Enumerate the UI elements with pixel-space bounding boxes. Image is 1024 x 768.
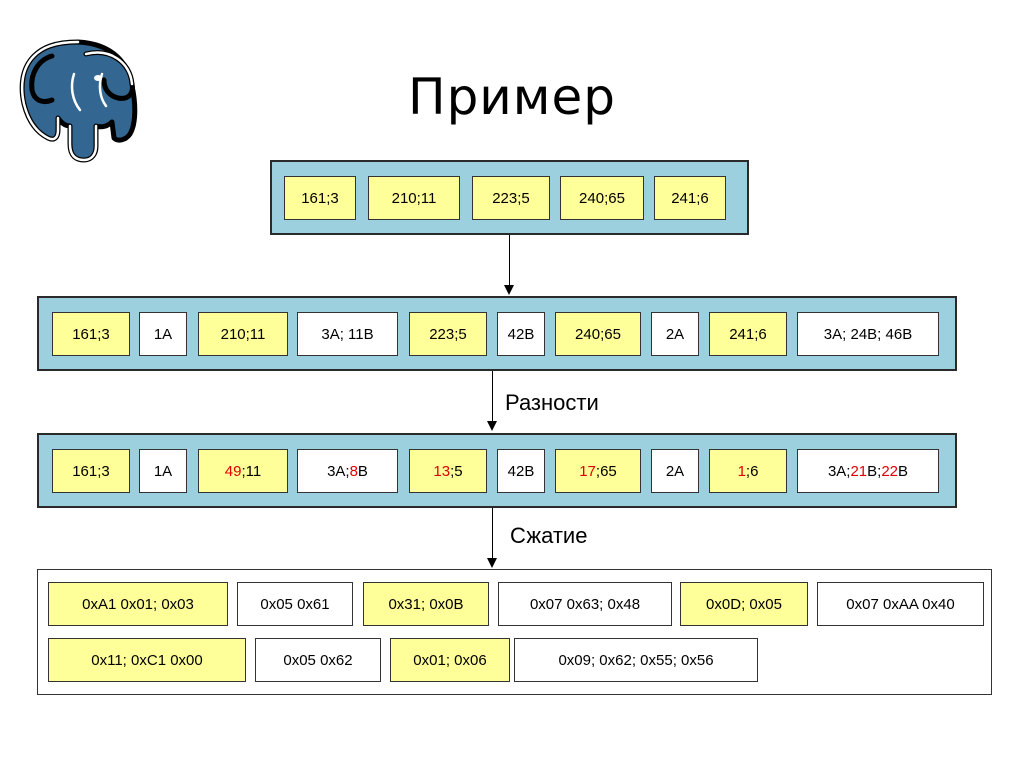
compressed-block: 0xA1 0x01; 0x03 0x05 0x61 0x31; 0x0B 0x0… [37,569,992,695]
pair-box: 241;6 [709,312,787,356]
pair-box: 13;5 [409,449,487,493]
full-row: 161;3 1A 210;11 3A; 11B 223;5 42B 240;65… [37,296,957,371]
pair-box: 161;3 [284,176,356,220]
pair-box: 1;6 [709,449,787,493]
ref-box: 42B [497,312,545,356]
compress-label: Сжатие [510,523,588,548]
pair-box: 210;11 [198,312,288,356]
compressed-box: 0x01; 0x06 [390,638,510,682]
pair-box: 161;3 [52,312,130,356]
ref-box: 1A [139,449,187,493]
slide-title: Пример [407,68,617,126]
ref-box: 2A [651,449,699,493]
pair-box: 161;3 [52,449,130,493]
compressed-box: 0x07 0x63; 0x48 [498,582,672,626]
arrow-down-icon [487,421,497,431]
postgresql-elephant-icon [19,39,138,163]
arrow-down-icon [504,285,514,295]
ref-box: 3A; 11B [297,312,398,356]
arrow-line [492,508,493,560]
pair-box: 210;11 [368,176,460,220]
arrow-line [509,235,510,287]
compressed-box: 0x07 0xAA 0x40 [817,582,984,626]
compressed-box: 0xA1 0x01; 0x03 [48,582,228,626]
compressed-box: 0x31; 0x0B [363,582,489,626]
ref-box: 1A [139,312,187,356]
compressed-box: 0x09; 0x62; 0x55; 0x56 [514,638,758,682]
arrow-down-icon [487,558,497,568]
pairs-row: 161;3 210;11 223;5 240;65 241;6 [270,160,749,235]
pair-box: 49;11 [198,449,288,493]
pair-box: 240;65 [555,312,641,356]
arrow-line [492,371,493,423]
ref-box: 3A; 24B; 46B [797,312,939,356]
compressed-box: 0x0D; 0x05 [680,582,808,626]
pair-box: 223;5 [472,176,550,220]
ref-box: 2A [651,312,699,356]
compressed-box: 0x05 0x62 [255,638,381,682]
compressed-box: 0x05 0x61 [237,582,353,626]
pair-box: 17;65 [555,449,641,493]
ref-box: 42B [497,449,545,493]
diffs-label: Разности [505,390,599,415]
pair-box: 223;5 [409,312,487,356]
pair-box: 241;6 [654,176,726,220]
compressed-box: 0x11; 0xC1 0x00 [48,638,246,682]
pair-box: 240;65 [560,176,644,220]
